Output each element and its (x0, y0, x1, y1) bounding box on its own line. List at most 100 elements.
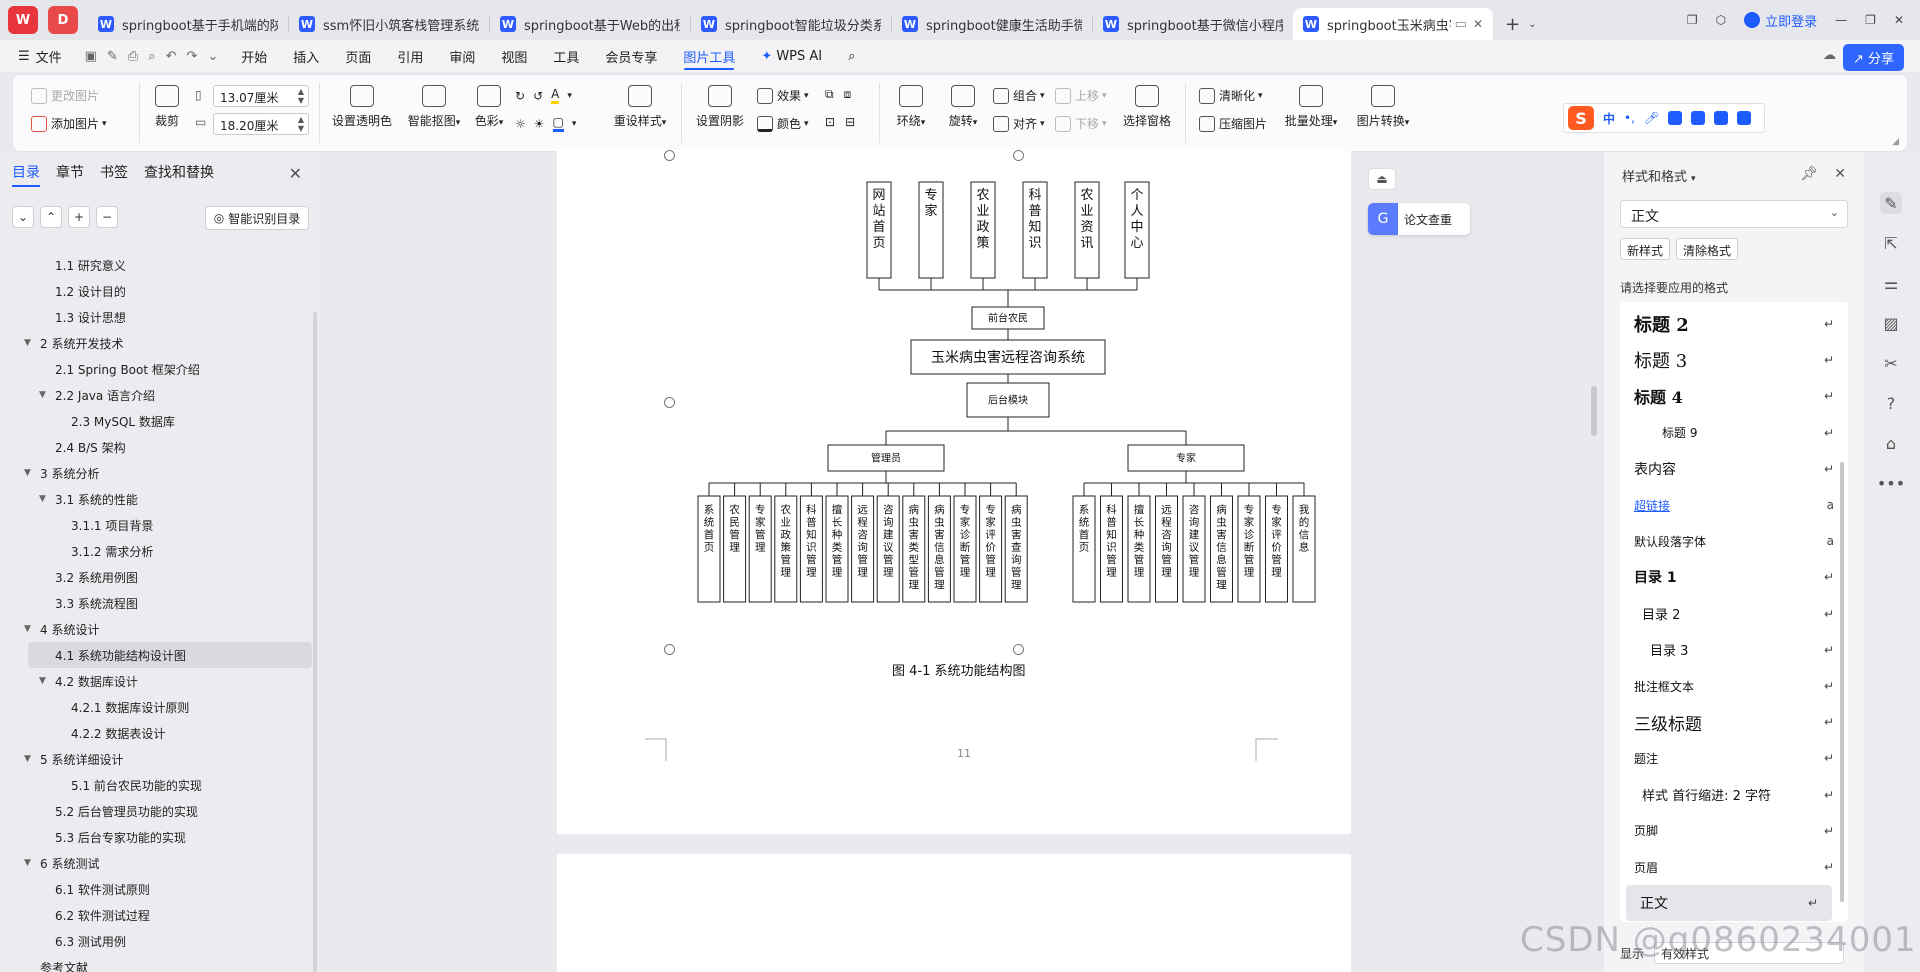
expand-arrow-icon[interactable]: ▼ (24, 338, 31, 348)
more-icon[interactable]: ••• (1876, 473, 1906, 493)
select-cursor-icon[interactable]: ⇱ (1884, 233, 1898, 253)
add-picture-button[interactable]: 添加图片▾ (31, 115, 107, 132)
add-heading-button[interactable]: + (68, 206, 90, 228)
width-input[interactable]: 13.07厘米▲▼ (213, 85, 309, 107)
toc-item[interactable]: 4.2.1 数据库设计原则 (0, 694, 312, 720)
bring-forward-icon[interactable]: ⧉ (825, 87, 834, 101)
new-tab-button[interactable]: +⌄ (1505, 13, 1537, 35)
menu-page[interactable]: 页面 (345, 50, 372, 66)
toc-item[interactable]: ▼4.2 数据库设计 (0, 668, 312, 694)
toc-item[interactable]: 2.3 MySQL 数据库 (0, 408, 312, 434)
toc-item[interactable]: ▼4 系统设计 (0, 616, 312, 642)
toc-item[interactable]: 5.2 后台管理员功能的实现 (0, 798, 312, 824)
toc-item[interactable]: 2.4 B/S 架构 (0, 434, 312, 460)
toc-item[interactable]: ▼2 系统开发技术 (0, 330, 312, 356)
new-style-button[interactable]: 新样式 (1620, 238, 1671, 260)
tab-sections[interactable]: 章节 (56, 165, 84, 181)
highlight-icon[interactable]: A (551, 87, 560, 104)
menu-picture-tools[interactable]: 图片工具 (670, 40, 748, 72)
fill-color-button[interactable]: 颜色▾ (757, 115, 809, 132)
menu-insert[interactable]: 插入 (293, 50, 320, 66)
toc-item[interactable]: 6.1 软件测试原则 (0, 876, 312, 902)
toc-item[interactable]: 3.3 系统流程图 (0, 590, 312, 616)
expand-arrow-icon[interactable]: ▼ (39, 390, 46, 400)
clear-format-button[interactable]: 清除格式 (1676, 238, 1739, 260)
color-button[interactable]: 色彩▾ (469, 85, 509, 129)
tab-bookmarks[interactable]: 书签 (100, 165, 128, 181)
microphone-icon[interactable]: 🎤︎ (1643, 111, 1660, 125)
toc-item[interactable]: 4.1 系统功能结构设计图 (28, 642, 312, 668)
toc-item[interactable]: 参考文献 (0, 954, 312, 972)
rotate-right-icon[interactable]: ↺ (533, 88, 544, 103)
toc-item[interactable]: 3.2 系统用例图 (0, 564, 312, 590)
rotate-button[interactable]: 旋转▾ (941, 85, 985, 129)
print-preview-icon[interactable]: ⌕ (148, 48, 156, 64)
tools-icon[interactable]: ✂ (1884, 353, 1898, 373)
login-button[interactable]: 立即登录 (1744, 11, 1817, 30)
menu-tools[interactable]: 工具 (553, 50, 580, 66)
border-color-icon[interactable]: ▢ (552, 115, 564, 132)
expand-arrow-icon[interactable]: ▼ (39, 494, 46, 504)
keyboard-icon[interactable] (1668, 111, 1683, 125)
toc-item[interactable]: ▼2.2 Java 语言介绍 (0, 382, 312, 408)
toc-item[interactable]: 3.1.1 项目背景 (0, 512, 312, 538)
help-icon[interactable]: ? (1886, 393, 1896, 413)
print-icon[interactable]: ⎙ (127, 48, 139, 64)
document-scrollbar[interactable] (1591, 386, 1597, 436)
expand-arrow-icon[interactable]: ▼ (39, 676, 46, 686)
toc-item[interactable]: 5.3 后台专家功能的实现 (0, 824, 312, 850)
shirt-icon[interactable]: ⌂ (1885, 433, 1897, 453)
style-item[interactable]: 目录 3↵ (1620, 632, 1848, 668)
resize-handle[interactable] (664, 397, 675, 408)
style-item[interactable]: 三级标题↵ (1620, 704, 1848, 740)
menu-file[interactable]: ☰文件 (18, 48, 62, 66)
move-down-button[interactable]: 下移▾ (1055, 115, 1107, 132)
pdf-app-icon[interactable]: D (48, 6, 78, 34)
rotate-left-icon[interactable]: ↻ (515, 88, 526, 103)
send-back-icon[interactable]: ⧈ (843, 87, 852, 101)
toc-item[interactable]: ▼6 系统测试 (0, 850, 312, 876)
nav-scrollbar[interactable] (313, 312, 317, 972)
toc-item[interactable]: ▼5 系统详细设计 (0, 746, 312, 772)
toc-item[interactable]: 3.1.2 需求分析 (0, 538, 312, 564)
current-style-select[interactable]: 正文⌄ (1620, 200, 1848, 228)
redo-icon[interactable]: ↷ (186, 48, 198, 64)
smart-cutout-button[interactable]: 智能抠图▾ (403, 85, 465, 129)
collapse-panel-icon[interactable]: ⏏ (1368, 168, 1396, 190)
window-layout-icon[interactable]: ❐ (1686, 13, 1698, 27)
search-icon[interactable]: ⌕ (848, 48, 856, 64)
close-tab-icon[interactable]: ✕ (1472, 17, 1483, 31)
adjust-sliders-icon[interactable]: ⚌ (1883, 273, 1899, 293)
box-icon[interactable]: ⬡ (1715, 13, 1727, 27)
menu-member[interactable]: 会员专享 (605, 50, 658, 66)
style-item[interactable]: 标题 9↵ (1620, 415, 1848, 451)
styles-pane-title[interactable]: 样式和格式▾ (1622, 170, 1696, 185)
toc-item[interactable]: 2.1 Spring Boot 框架介绍 (0, 356, 312, 382)
style-item[interactable]: 目录 2↵ (1620, 596, 1848, 632)
toc-item[interactable]: ▼3.1 系统的性能 (0, 486, 312, 512)
format-painter-icon[interactable]: ✎ (106, 48, 118, 64)
resize-handle[interactable] (664, 150, 675, 161)
style-item[interactable]: 样式 首行缩进: 2 字符↵ (1620, 777, 1848, 813)
expand-arrow-icon[interactable]: ▼ (24, 754, 31, 764)
doc-tab-1[interactable]: Wspringboot基于手机端的陕西 (98, 16, 278, 34)
collapse-up-button[interactable]: ⌃ (40, 206, 62, 228)
style-item[interactable]: 题注↵ (1620, 740, 1848, 776)
style-item[interactable]: 批注框文本↵ (1620, 668, 1848, 704)
chevron-down-icon[interactable]: ⌄ (1528, 18, 1537, 30)
toc-item[interactable]: 6.2 软件测试过程 (0, 902, 312, 928)
menu-start[interactable]: 开始 (241, 50, 268, 66)
shadow-button[interactable]: 设置阴影 (695, 85, 745, 129)
picture-edit-icon[interactable]: ▨ (1883, 313, 1899, 333)
move-up-button[interactable]: 上移▾ (1055, 87, 1107, 104)
edit-pen-icon[interactable]: ✎ (1880, 192, 1902, 214)
crop-button[interactable]: 裁剪 (145, 85, 189, 129)
ribbon-expand-icon[interactable]: ◢ (1892, 137, 1899, 147)
sharpen-button[interactable]: 清晰化▾ (1199, 87, 1263, 104)
close-icon[interactable]: ✕ (288, 164, 302, 183)
